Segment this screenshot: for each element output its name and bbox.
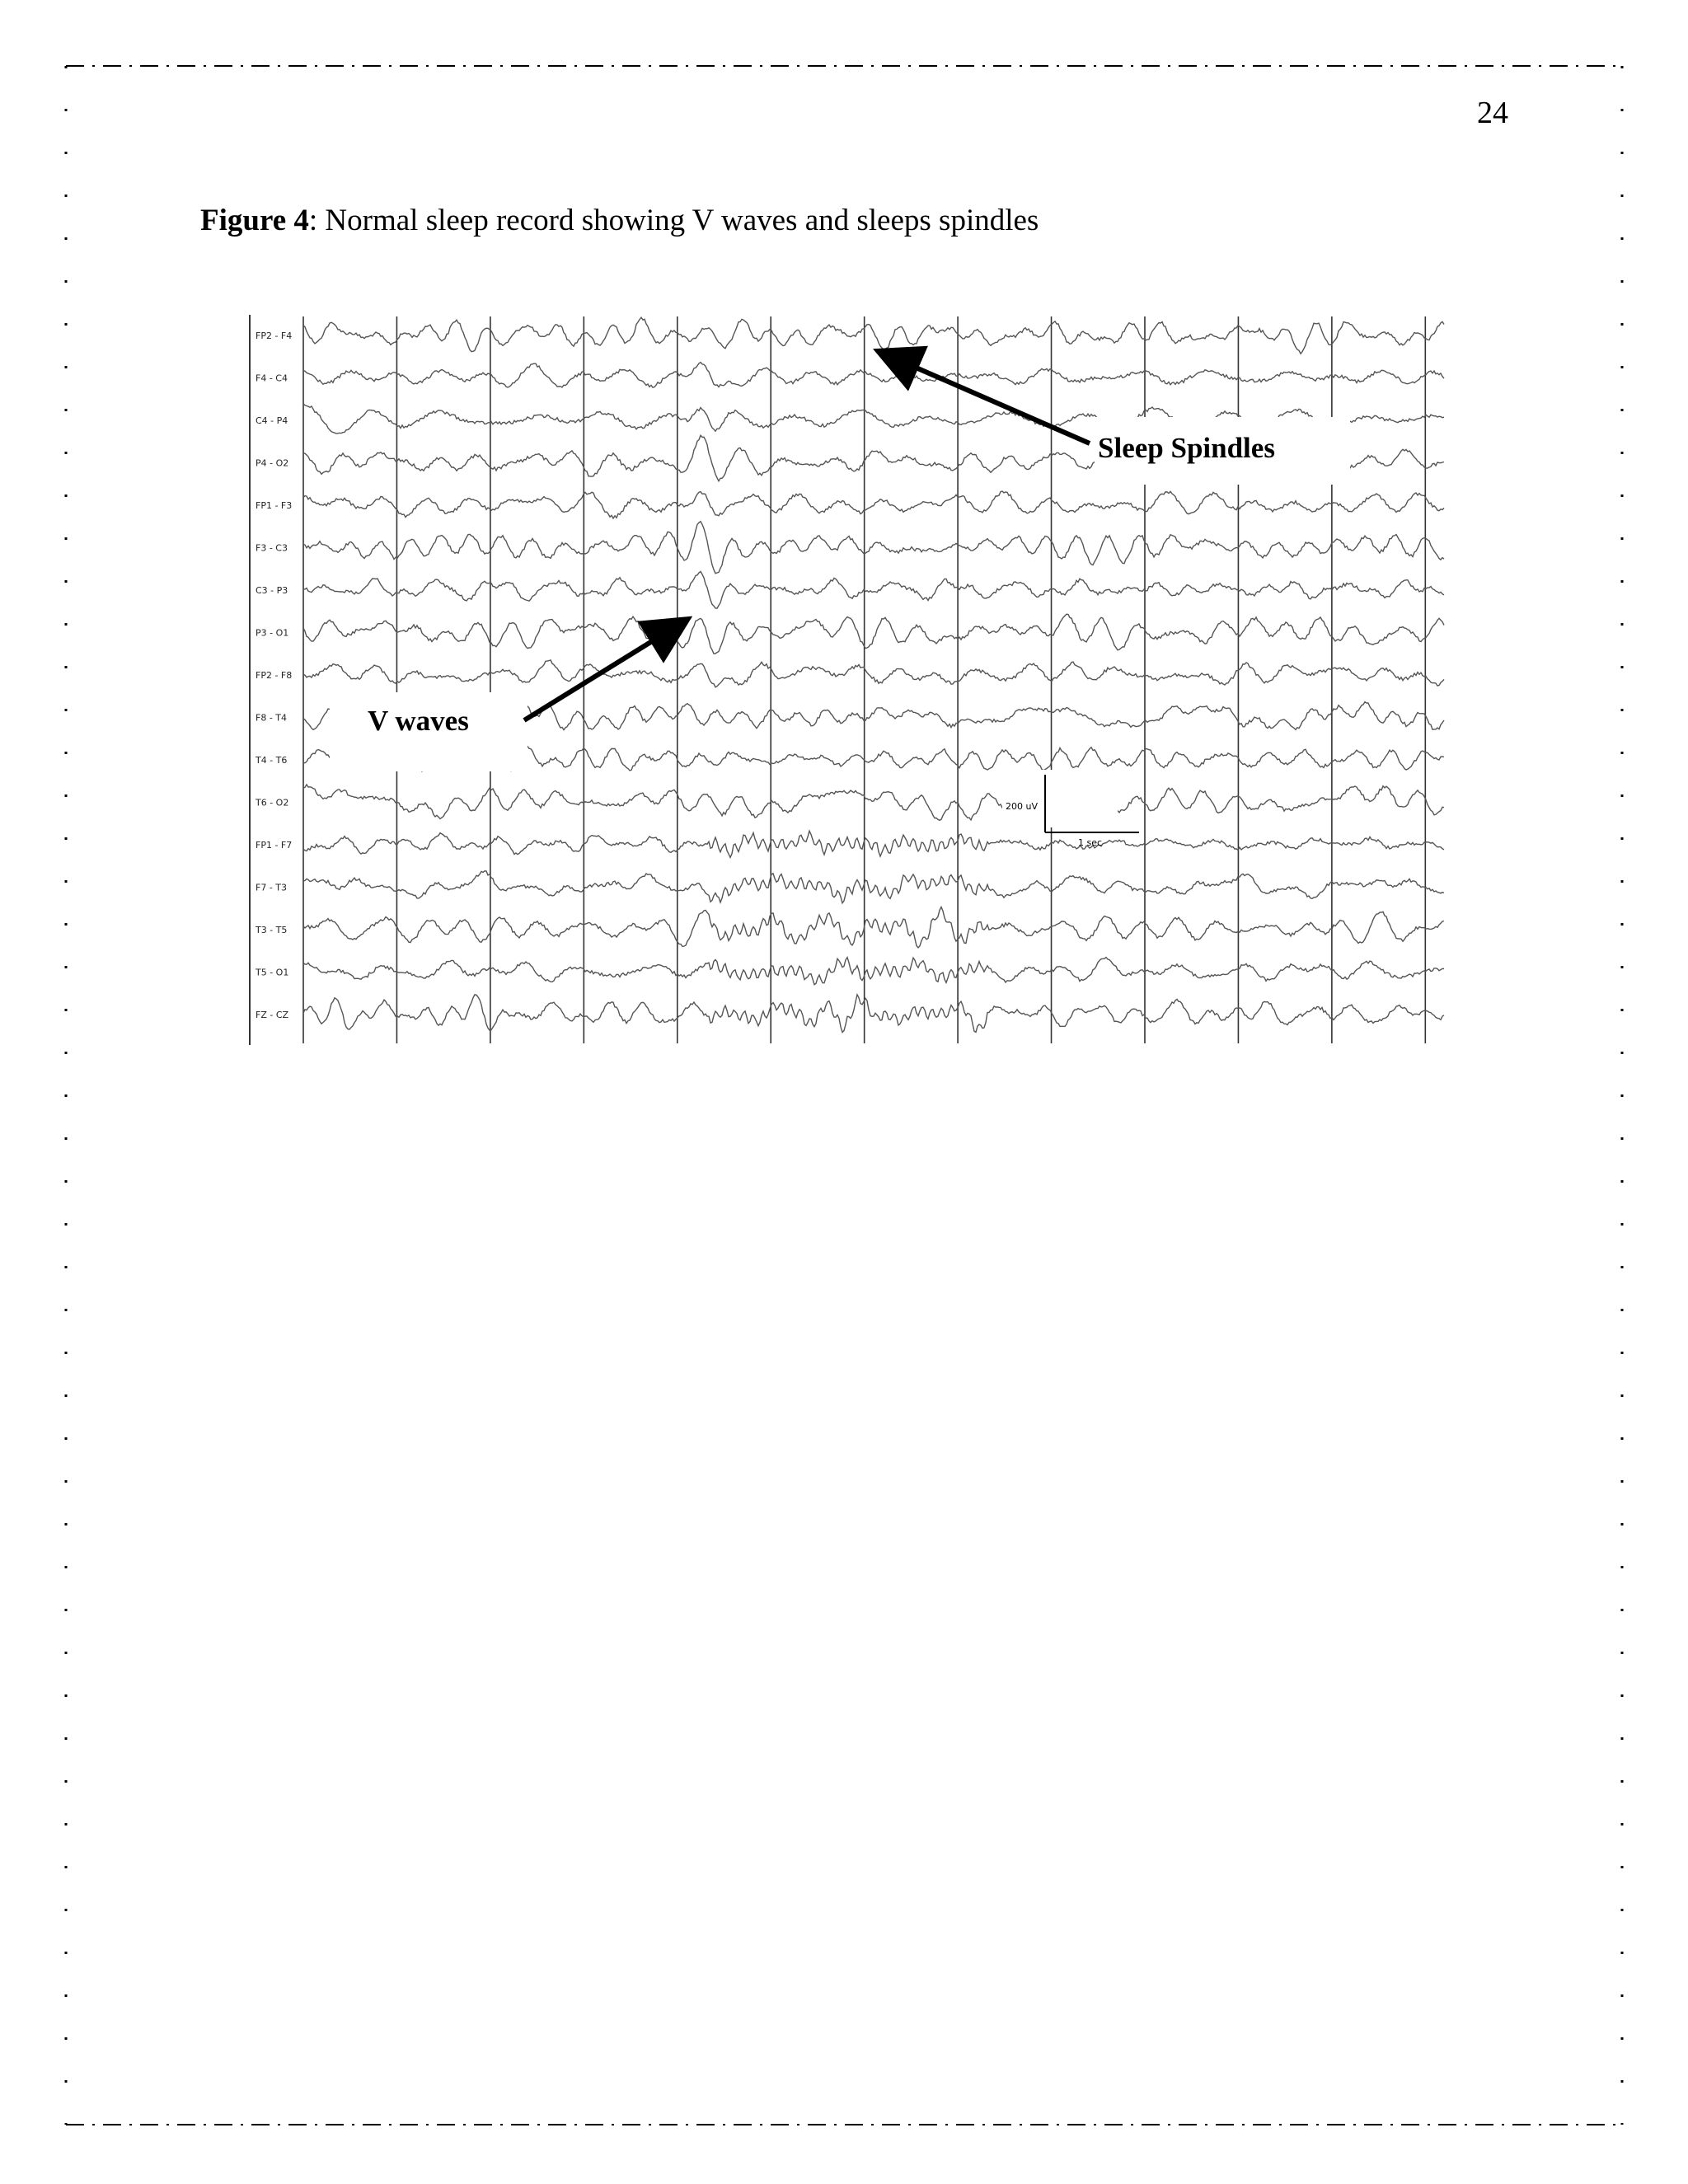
eeg-trace [302, 659, 1445, 688]
channel-label: F7 - T3 [256, 883, 287, 893]
eeg-trace [302, 570, 1445, 609]
eeg-trace [302, 956, 1445, 986]
eeg-trace [302, 361, 1445, 389]
eeg-trace [302, 520, 1445, 574]
channel-label: P3 - O1 [256, 628, 288, 639]
channel-label: T5 - O1 [255, 968, 288, 978]
channel-label: FP2 - F4 [256, 330, 292, 341]
channel-label: FP2 - F8 [256, 670, 292, 681]
channel-label: T4 - T6 [255, 755, 287, 766]
channel-label: F4 - C4 [256, 373, 288, 384]
vwaves-arrow [523, 616, 693, 723]
figure-caption: Figure 4: Normal sleep record showing V … [200, 204, 1039, 238]
channel-label: F8 - T4 [256, 713, 287, 724]
eeg-trace [302, 829, 1445, 860]
channel-label: P4 - O2 [256, 458, 288, 469]
channel-label: FP1 - F3 [256, 500, 292, 511]
scale-bar-amplitude: 200 uV [1006, 801, 1038, 812]
eeg-trace [302, 316, 1445, 355]
page-number: 24 [1477, 96, 1508, 130]
eeg-trace [302, 870, 1445, 905]
eeg-trace [302, 905, 1445, 949]
channel-label: F3 - C3 [256, 543, 288, 554]
eeg-trace [302, 992, 1445, 1033]
channel-label: T3 - T5 [255, 925, 287, 935]
eeg-trace [302, 490, 1445, 520]
scale-bar-time: 1 sec [1078, 837, 1102, 848]
channel-label: C3 - P3 [256, 585, 288, 596]
channel-label: C4 - P4 [256, 415, 288, 426]
eeg-trace [302, 783, 1445, 822]
figure-label: Figure 4 [200, 204, 309, 237]
channel-label: T6 - O2 [255, 798, 288, 808]
spindles-arrow [873, 345, 1091, 446]
annotation-v-waves: V waves [368, 705, 469, 737]
eeg-figure: FP2 - F4 F4 - C4 C4 - P4 P4 - O2 FP1 - F3 F3 … [249, 315, 1445, 1045]
eeg-trace [302, 613, 1445, 654]
figure-caption-text: : Normal sleep record showing V waves an… [308, 204, 1039, 237]
channel-label: FP1 - F7 [256, 840, 292, 851]
annotation-background [330, 692, 528, 771]
scale-bar-background [1002, 770, 1118, 827]
annotation-background [1095, 417, 1350, 485]
annotation-sleep-spindles: Sleep Spindles [1098, 432, 1275, 464]
channel-label: FZ - CZ [256, 1010, 289, 1020]
